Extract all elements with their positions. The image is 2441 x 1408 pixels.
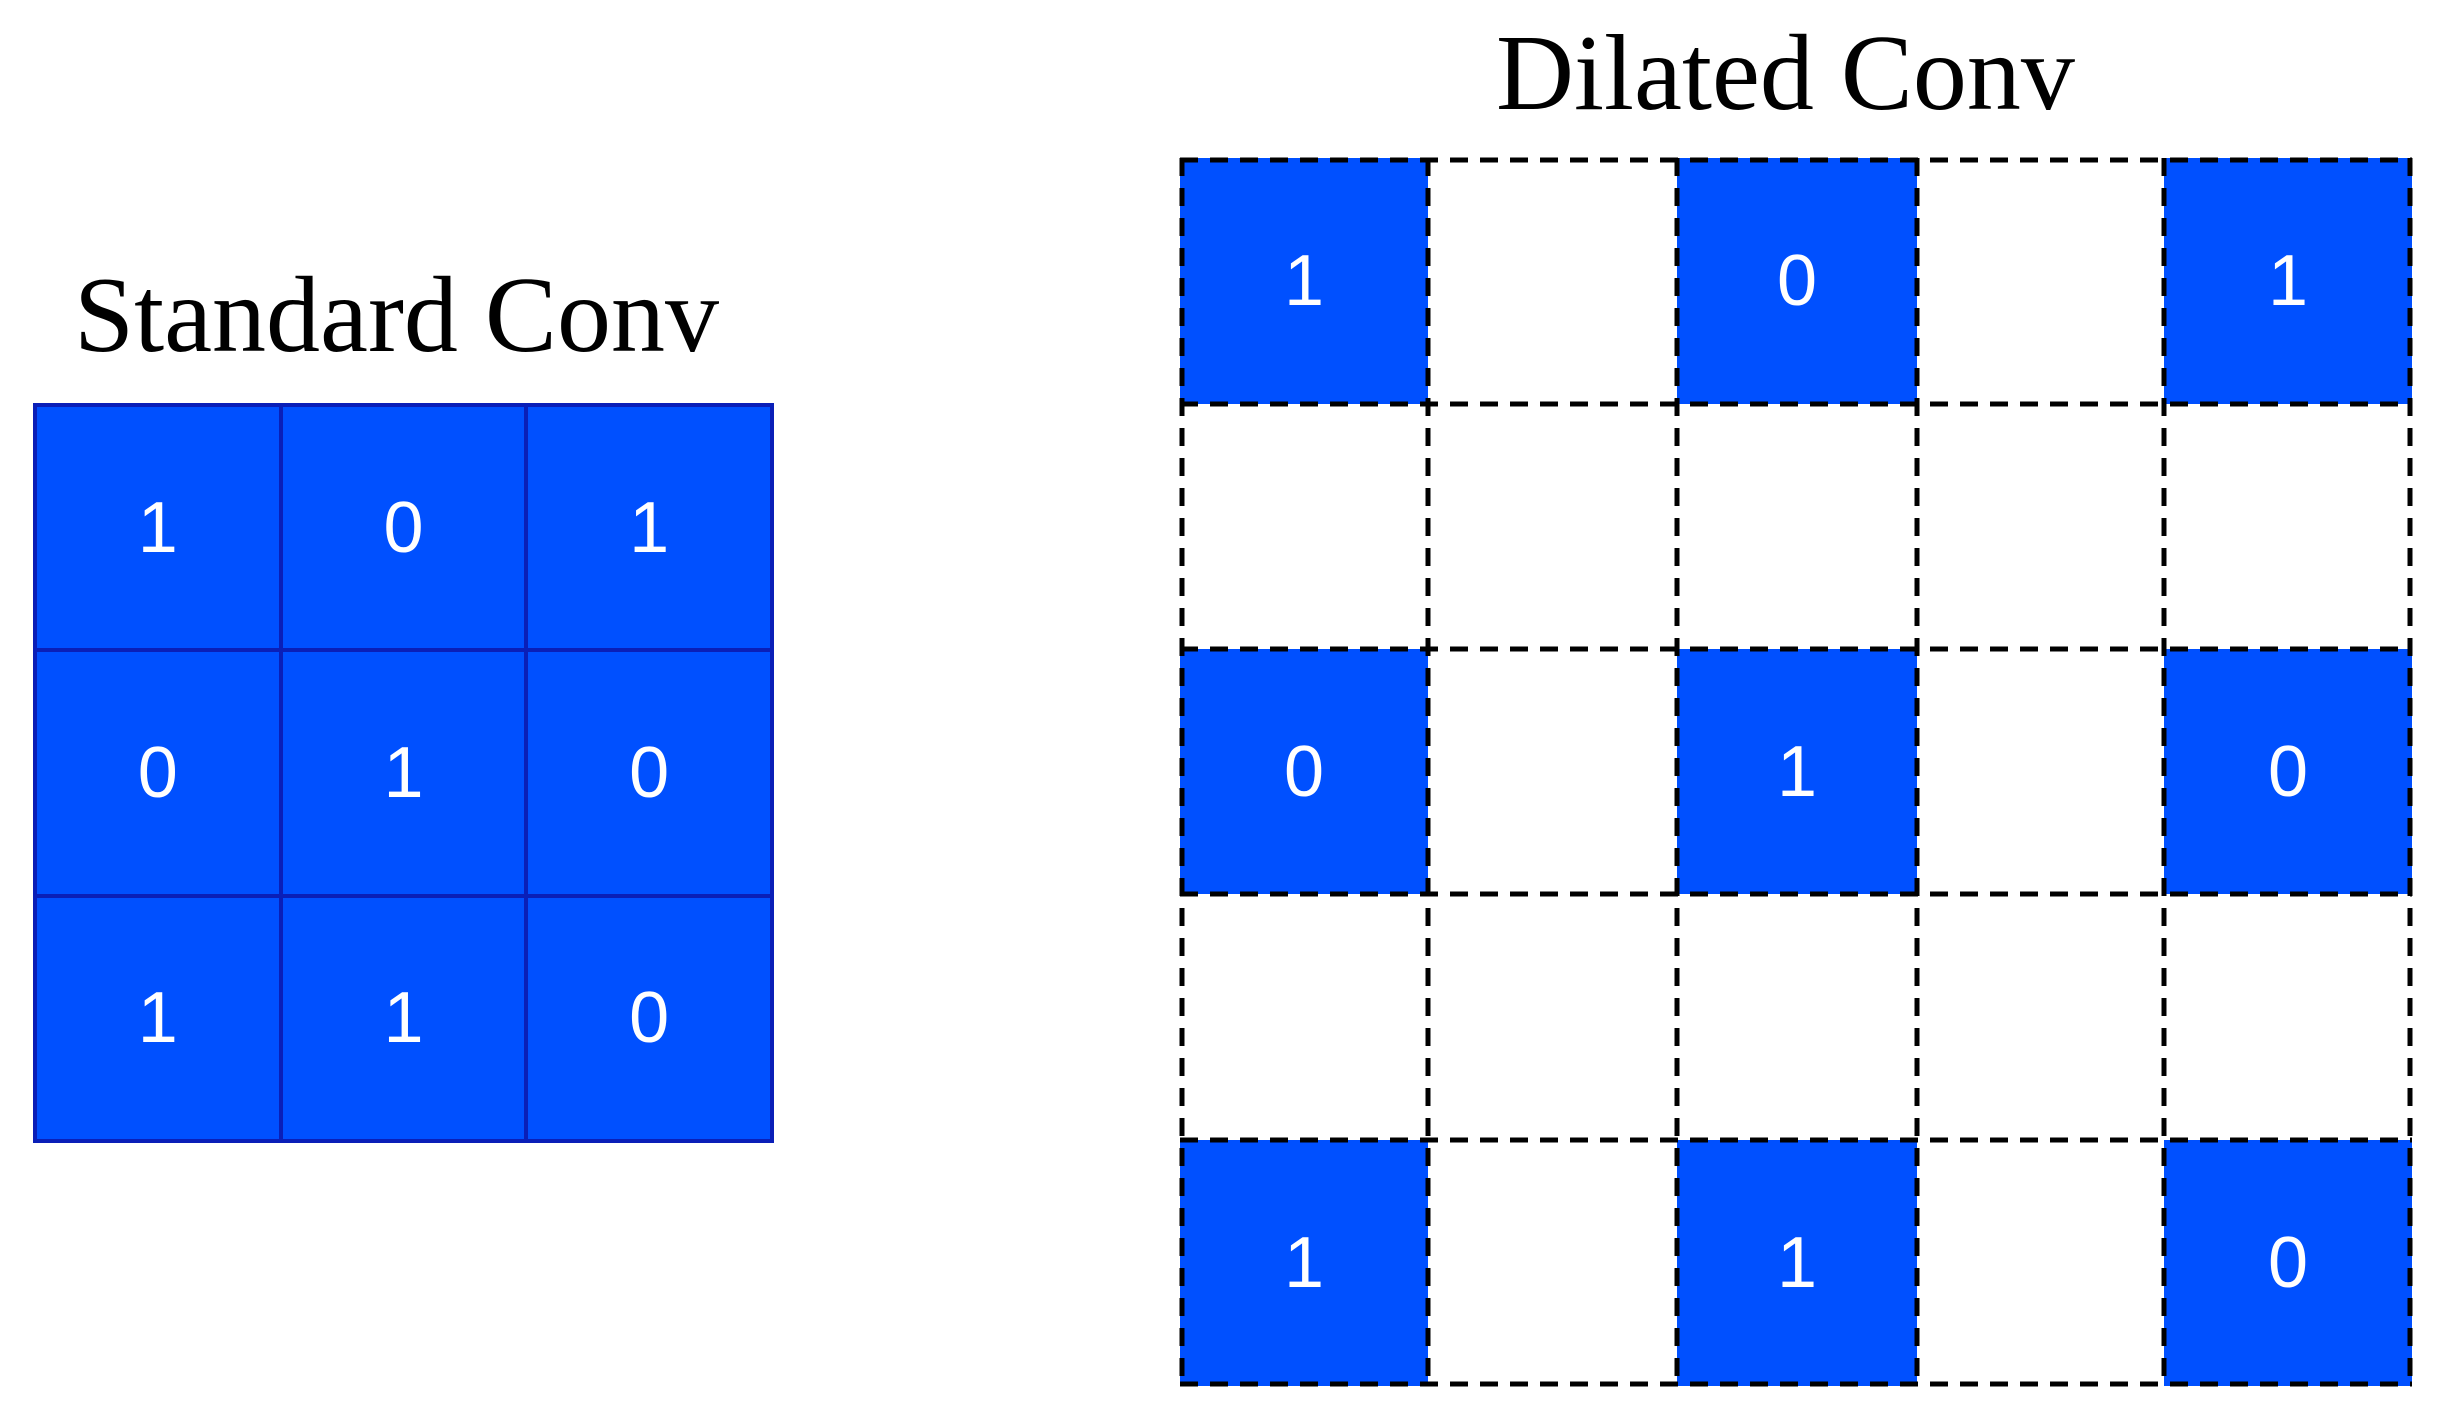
standard-cell: 1 [37,407,279,649]
dilated-cell: 1 [1677,649,1917,894]
dilated-cell: 0 [2164,1140,2412,1386]
dilated-cell: 0 [1677,158,1917,404]
standard-conv-title: Standard Conv [74,256,719,375]
dilated-cell: 0 [2164,649,2412,894]
dilated-cell: 1 [1677,1140,1917,1386]
dilated-conv-title: Dilated Conv [1496,14,2075,133]
standard-cell: 1 [282,897,525,1139]
standard-cell: 0 [528,652,770,894]
standard-cell: 1 [528,407,770,649]
dilated-cell: 1 [1180,1140,1428,1386]
standard-cell: 1 [282,652,525,894]
standard-cell: 0 [37,652,279,894]
dilated-cell: 0 [1180,649,1428,894]
standard-conv-kernel: 1 0 1 0 1 0 1 1 0 [33,403,774,1143]
dilated-grid-lines [1179,157,2413,1387]
standard-cell: 0 [528,897,770,1139]
standard-cell: 1 [37,897,279,1139]
standard-cell: 0 [282,407,525,649]
dilated-cell: 1 [2164,158,2412,404]
dilated-cell: 1 [1180,158,1428,404]
dilated-conv-kernel: 1 0 1 0 1 0 1 1 0 [1179,157,2413,1387]
